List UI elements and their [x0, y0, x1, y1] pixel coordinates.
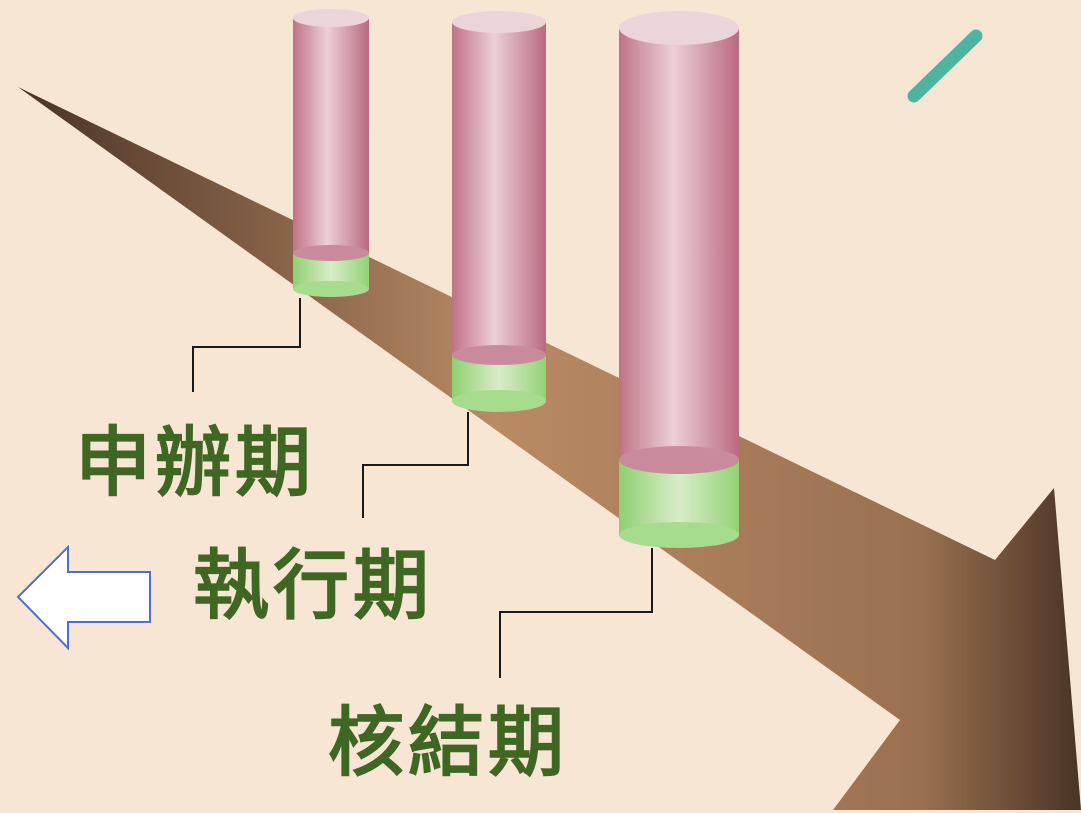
- left-arrow-icon[interactable]: [16, 544, 151, 651]
- phase-label-close: 核結期: [328, 698, 568, 787]
- phase-label-execute: 執行期: [193, 541, 433, 630]
- connector-line-execute: [362, 412, 469, 518]
- phase-label-apply: 申辦期: [75, 418, 315, 507]
- connector-line-apply: [192, 298, 301, 392]
- phase-cylinder-execute: [452, 11, 546, 412]
- phase-cylinder-apply: [293, 9, 369, 297]
- connector-line-close: [499, 548, 653, 678]
- phase-cylinder-close: [619, 11, 739, 548]
- timeline-arrow: [18, 87, 1081, 810]
- slash-accent-icon: [907, 29, 983, 103]
